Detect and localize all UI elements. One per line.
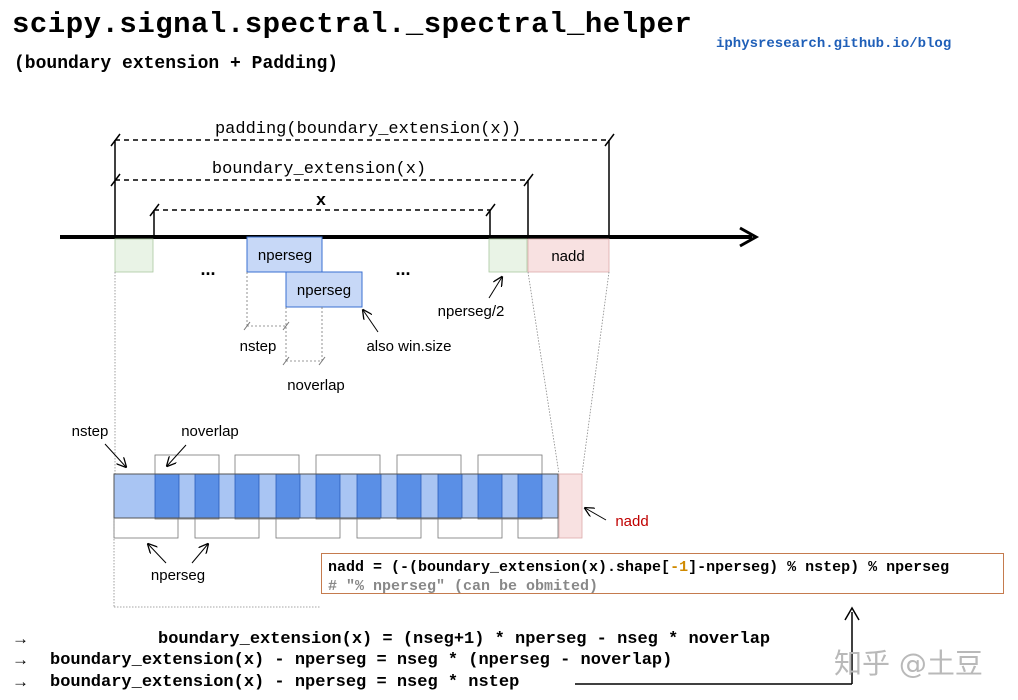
x-label: x bbox=[316, 192, 326, 211]
overlap-blocks bbox=[154, 473, 543, 519]
equation-2: boundary_extension(x) - nperseg = nseg *… bbox=[50, 651, 673, 670]
win-size-label: also win.size bbox=[366, 338, 451, 355]
nadd-segment bbox=[558, 473, 583, 539]
code-line-1: nadd = (-(boundary_extension(x).shape[-1… bbox=[328, 559, 950, 576]
segment-strip-border bbox=[113, 473, 559, 519]
half-arrow-icon bbox=[488, 277, 502, 299]
nadd-code-box: nadd = (-(boundary_extension(x).shape[-1… bbox=[321, 553, 1004, 595]
nperseg-box-1 bbox=[246, 236, 323, 273]
nadd-box bbox=[527, 238, 610, 273]
equation-3: boundary_extension(x) - nperseg = nseg *… bbox=[50, 673, 520, 692]
x-span bbox=[149, 203, 496, 237]
frame-lines bbox=[113, 518, 321, 608]
nperseg-box-2 bbox=[285, 271, 363, 308]
nperseg-arrow-left-icon bbox=[148, 544, 167, 564]
nperseg-arrow-right-icon bbox=[191, 544, 208, 564]
blog-url[interactable]: iphysresearch.github.io/blog bbox=[716, 36, 952, 52]
bottom-noverlap-label: noverlap bbox=[181, 423, 239, 440]
padding-label: padding(boundary_extension(x)) bbox=[215, 120, 521, 139]
nperseg-box-2-label: nperseg bbox=[297, 282, 351, 299]
noverlap-label: noverlap bbox=[287, 377, 345, 394]
eq3-arrow-icon: → bbox=[12, 672, 29, 691]
nadd-arrow-icon bbox=[585, 508, 607, 521]
nstep-label: nstep bbox=[240, 338, 277, 355]
bottom-nstep-label: nstep bbox=[72, 423, 109, 440]
nperseg-half-label: nperseg/2 bbox=[438, 303, 505, 320]
left-extension-box bbox=[114, 238, 154, 273]
right-extension-box bbox=[488, 238, 528, 273]
axis-arrow-icon bbox=[739, 226, 760, 248]
return-arrow-icon bbox=[575, 606, 860, 685]
boundary-extension-label: boundary_extension(x) bbox=[212, 160, 426, 179]
eq1-arrow-icon: → bbox=[12, 629, 29, 648]
ellipsis-right: ... bbox=[395, 259, 410, 279]
page-subtitle: (boundary extension + Padding) bbox=[14, 54, 339, 74]
nperseg-box-1-label: nperseg bbox=[258, 247, 312, 264]
zoom-lines bbox=[114, 271, 610, 475]
nstep-arrow-icon bbox=[104, 443, 126, 467]
win-size-arrow-icon bbox=[363, 310, 379, 333]
bottom-nperseg-label: nperseg bbox=[151, 567, 205, 584]
padding-span bbox=[110, 133, 615, 237]
ellipsis-left: ... bbox=[200, 259, 215, 279]
nstep-marks bbox=[246, 272, 323, 363]
watermark: 知乎 @土豆 bbox=[834, 647, 983, 680]
page-title: scipy.signal.spectral._spectral_helper bbox=[12, 8, 693, 41]
eq2-arrow-icon: → bbox=[12, 650, 29, 669]
noverlap-arrow-icon bbox=[167, 444, 187, 466]
bottom-nadd-label: nadd bbox=[615, 513, 648, 530]
nadd-box-label: nadd bbox=[551, 248, 584, 265]
boundary-extension-span bbox=[110, 173, 534, 237]
tick-marks bbox=[243, 321, 326, 366]
equation-1: boundary_extension(x) = (nseg+1) * npers… bbox=[158, 630, 771, 649]
code-line-2: # "% nperseg" (can be obmited) bbox=[328, 578, 599, 595]
